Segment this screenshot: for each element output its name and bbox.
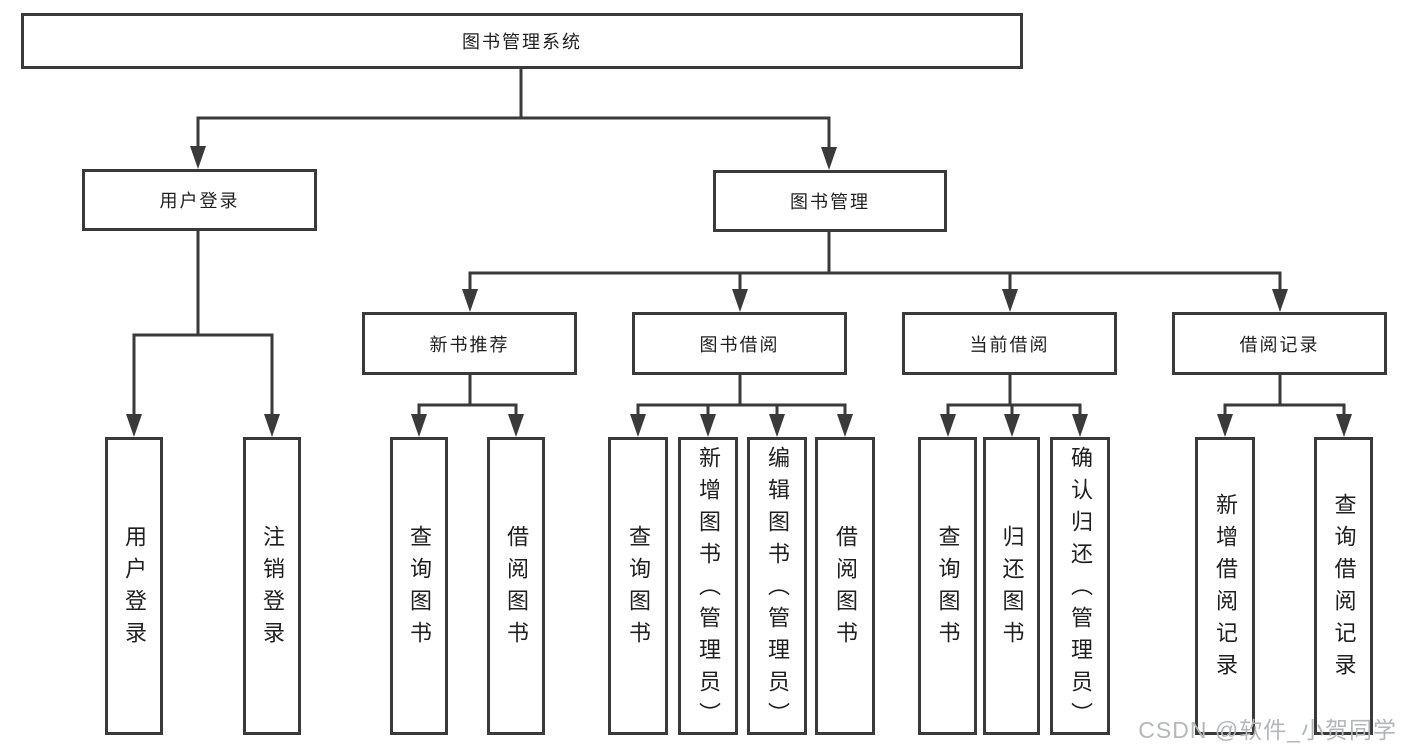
arrowhead-icons <box>126 146 1352 437</box>
node-book-management-label: 图书管理 <box>790 192 870 212</box>
node-leaf-edit-book-admin: 编辑图书（管理员） <box>747 437 807 735</box>
node-leaf-query-book-borrow-label: 查询图书 <box>626 525 651 653</box>
node-leaf-add-borrow-record: 新增借阅记录 <box>1195 437 1255 735</box>
node-leaf-query-book-current-label: 查询图书 <box>935 525 961 653</box>
node-current-borrow: 当前借阅 <box>902 312 1117 375</box>
node-leaf-query-book-borrow: 查询图书 <box>608 437 668 735</box>
node-leaf-return-book-label: 归还图书 <box>999 525 1025 653</box>
node-borrow-record-label: 借阅记录 <box>1239 334 1320 355</box>
node-book-management: 图书管理 <box>713 170 947 232</box>
node-root-label: 图书管理系统 <box>462 32 582 52</box>
node-leaf-add-book-admin-label: 新增图书（管理员） <box>696 446 721 734</box>
node-user-login-label: 用户登录 <box>159 191 240 211</box>
node-leaf-edit-book-admin-label: 编辑图书（管理员） <box>765 446 790 734</box>
node-leaf-borrow-book-recommend: 借阅图书 <box>487 437 545 735</box>
node-leaf-logout: 注销登录 <box>243 437 301 735</box>
node-leaf-query-book-current: 查询图书 <box>918 437 977 735</box>
node-leaf-return-book: 归还图书 <box>983 437 1040 735</box>
node-leaf-confirm-return-admin: 确认归还（管理员） <box>1050 437 1110 735</box>
node-leaf-borrow-book-recommend-label: 借阅图书 <box>504 525 529 653</box>
node-new-book-recommend-label: 新书推荐 <box>429 334 510 355</box>
node-leaf-borrow-book-label: 借阅图书 <box>833 525 858 653</box>
node-leaf-query-borrow-record-label: 查询借阅记录 <box>1331 493 1357 685</box>
node-leaaf-add-borrow-record-label: 新增借阅记录 <box>1213 493 1238 685</box>
node-book-borrow: 图书借阅 <box>632 312 847 375</box>
watermark: CSDN @软件_小贺同学 <box>1138 717 1397 743</box>
node-leaf-logout-label: 注销登录 <box>260 525 285 653</box>
node-leaf-user-login-label: 用户登录 <box>122 525 147 653</box>
node-leaf-query-borrow-record: 查询借阅记录 <box>1314 437 1373 735</box>
node-borrow-record: 借阅记录 <box>1172 312 1387 375</box>
node-book-borrow-label: 图书借阅 <box>699 334 780 355</box>
node-new-book-recommend: 新书推荐 <box>362 312 577 375</box>
node-leaf-borrow-book: 借阅图书 <box>815 437 875 735</box>
node-user-login: 用户登录 <box>82 169 317 231</box>
node-leaf-query-book-recommend-label: 查询图书 <box>407 525 432 653</box>
node-leaf-confirm-return-admin-label: 确认归还（管理员） <box>1068 446 1093 734</box>
node-current-borrow-label: 当前借阅 <box>969 334 1050 355</box>
node-root: 图书管理系统 <box>21 13 1023 69</box>
node-leaf-user-login: 用户登录 <box>105 437 163 735</box>
node-leaf-add-book-admin: 新增图书（管理员） <box>678 437 738 735</box>
node-leaf-query-book-recommend: 查询图书 <box>390 437 448 735</box>
